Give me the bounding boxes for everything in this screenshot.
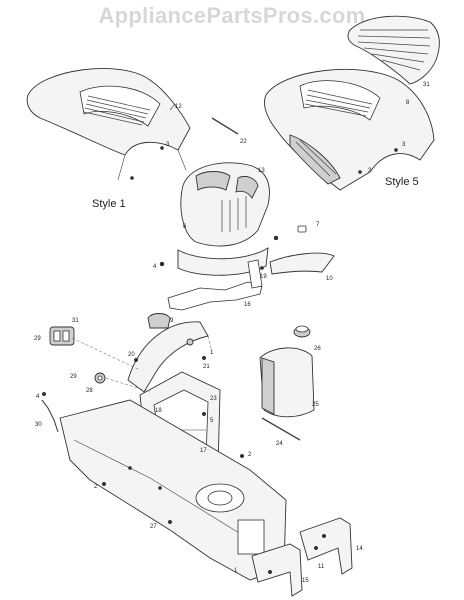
- key-switch-housing: [147, 313, 171, 329]
- bolt-icon: [268, 570, 273, 575]
- bolt-icon: [201, 412, 206, 417]
- callout-24: 24: [276, 441, 283, 447]
- callout-17: 17: [200, 448, 207, 454]
- hood-bracket[interactable]: [167, 281, 263, 311]
- bolt-icon: [158, 486, 162, 490]
- callout-1: 1: [234, 568, 238, 574]
- callout-29: 29: [34, 336, 41, 342]
- callout-9: 9: [170, 318, 174, 324]
- hood-style-1[interactable]: [26, 68, 191, 181]
- callout-19: 19: [260, 274, 267, 280]
- bolt-icon: [101, 482, 106, 487]
- callout-30: 30: [35, 422, 42, 428]
- assembly-line: [105, 377, 151, 393]
- bolt-icon: [394, 148, 398, 152]
- ignition-core: [97, 375, 103, 381]
- leader-line: [169, 103, 176, 111]
- bolt-icon: [322, 534, 327, 539]
- callout-31: 31: [423, 82, 430, 88]
- tank-rod[interactable]: [261, 417, 301, 441]
- headlight-assembly[interactable]: [49, 326, 75, 346]
- style-5-label: Style 5: [385, 176, 419, 188]
- watermark-text: AppliancePartsPros.com: [98, 3, 366, 28]
- frame-plate: [237, 519, 265, 555]
- fuel-tank[interactable]: [259, 347, 315, 418]
- nut-icon: [159, 261, 165, 267]
- headlight-lens: [53, 330, 61, 342]
- bolt-icon: [201, 356, 206, 361]
- fastener-icon: [186, 338, 194, 346]
- bumper[interactable]: [269, 252, 335, 275]
- bolt-icon: [314, 546, 319, 551]
- callout-1: 1: [210, 350, 214, 356]
- front-grille-style-1[interactable]: [177, 162, 270, 276]
- bolt-icon: [130, 176, 134, 180]
- callout-13: 13: [258, 168, 265, 174]
- callout-15: 15: [302, 578, 309, 584]
- bracket-arm: [247, 259, 263, 289]
- hood-style-5[interactable]: [264, 68, 435, 191]
- callout-3: 3: [402, 142, 406, 148]
- wire-harness[interactable]: [41, 399, 59, 433]
- nut-icon: [273, 235, 279, 241]
- assembly-line: [207, 335, 213, 353]
- callout-28: 28: [86, 388, 93, 394]
- bolt-icon: [358, 170, 362, 174]
- callout-7: 7: [316, 222, 320, 228]
- knob-icon: [297, 225, 307, 233]
- callout-18: 18: [155, 408, 162, 414]
- callout-6: 6: [183, 224, 187, 230]
- callout-4: 4: [36, 394, 40, 400]
- callout-8: 8: [406, 100, 410, 106]
- bolt-icon: [160, 146, 164, 150]
- callout-5: 5: [210, 418, 214, 424]
- callout-16: 16: [244, 302, 251, 308]
- callout-3: 3: [166, 142, 170, 148]
- bolt-icon: [128, 466, 132, 470]
- callout-3: 3: [368, 168, 372, 174]
- callout-10: 10: [326, 276, 333, 282]
- bolt-icon: [42, 392, 47, 397]
- style-1-label: Style 1: [92, 198, 126, 210]
- tractor-frame[interactable]: [59, 399, 287, 581]
- callout-23: 23: [210, 396, 217, 402]
- axle-bracket-left[interactable]: [251, 543, 303, 597]
- frame-opening-inner: [207, 490, 233, 506]
- callout-11: 11: [318, 564, 325, 570]
- bolt-icon: [260, 266, 264, 270]
- bolt-icon: [239, 454, 244, 459]
- callout-2: 2: [248, 452, 252, 458]
- axle-bracket-right[interactable]: [299, 517, 353, 575]
- callout-4: 4: [153, 264, 157, 270]
- callout-31: 31: [72, 318, 79, 324]
- callout-29: 29: [70, 374, 77, 380]
- hood-top-grille[interactable]: [347, 15, 440, 85]
- callout-20: 20: [128, 352, 135, 358]
- callout-25: 25: [312, 402, 319, 408]
- callout-27: 27: [150, 524, 157, 530]
- callout-22: 22: [240, 139, 247, 145]
- headlight-lens: [62, 330, 70, 342]
- hood-rod[interactable]: [211, 117, 239, 135]
- bolt-icon: [167, 520, 172, 525]
- callout-12: 12: [175, 104, 182, 110]
- assembly-line: [71, 337, 141, 371]
- callout-26: 26: [314, 346, 321, 352]
- callout-2: 2: [94, 484, 98, 490]
- fuel-cap[interactable]: [293, 325, 311, 338]
- callout-21: 21: [203, 364, 210, 370]
- bolt-icon: [133, 358, 138, 363]
- callout-14: 14: [356, 546, 363, 552]
